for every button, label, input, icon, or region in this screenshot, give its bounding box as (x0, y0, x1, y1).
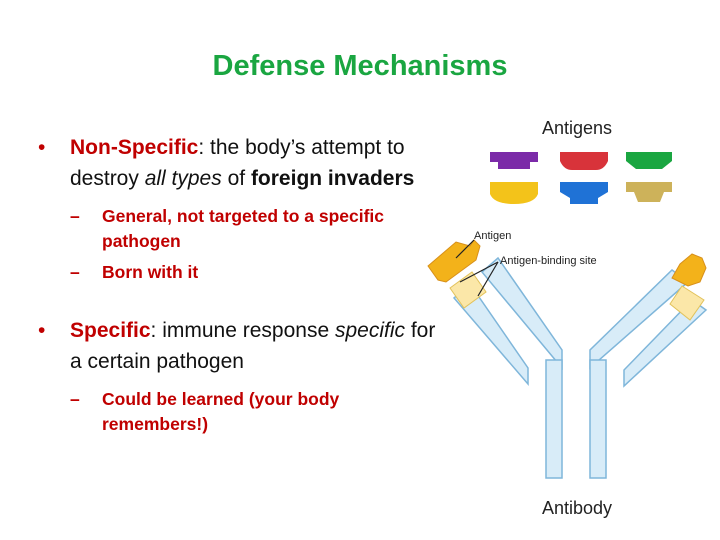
sub-bullet-text: Could be learned (your body remembers!) (102, 389, 340, 434)
colon: : (198, 136, 205, 159)
dash-marker: – (70, 262, 80, 282)
antigen-green (626, 152, 672, 169)
binding-pointer-1 (459, 261, 499, 283)
bullet-marker: • (38, 319, 46, 342)
binding-pointer-2 (477, 261, 499, 297)
bullet-non-specific: • Non-Specific: the body’s attempt to de… (38, 132, 438, 194)
bullet-text: of (221, 167, 251, 190)
bullet-list: • Non-Specific: the body’s attempt to de… (38, 132, 438, 437)
slide-title: Defense Mechanisms (212, 50, 508, 82)
sub-bullet-text: Born with it (102, 262, 199, 282)
dash-marker: – (70, 206, 80, 226)
antibody-label: Antibody (542, 498, 613, 518)
antigen-yellow (490, 182, 538, 204)
term-specific: Specific (70, 319, 151, 342)
bullet-marker: • (38, 136, 46, 159)
antigen-purple (490, 152, 538, 169)
bullet-bold: foreign invaders (250, 167, 415, 190)
binding-tips (449, 271, 705, 321)
sub-bullet: – Born with it (70, 260, 438, 285)
term-non-specific: Non-Specific (70, 136, 199, 159)
right-binding-tip (669, 285, 705, 321)
antigen-pointer (455, 239, 475, 259)
bullet-text: for a certain pathogen (70, 319, 436, 373)
colon: : (150, 319, 157, 342)
sub-bullet-text: General, not targeted to a specific path… (102, 206, 385, 251)
right-light-chain (623, 299, 708, 388)
pointer-lines (455, 239, 499, 297)
sub-bullet: – General, not targeted to a specific pa… (70, 204, 438, 254)
left-binding-tip (449, 271, 487, 309)
antibody-illustration (427, 152, 708, 479)
bound-antigens (427, 239, 707, 287)
antibody-diagram: Antigens Antigen Antigen-binding site An… (420, 110, 720, 530)
binding-site-label: Antigen-binding site (500, 255, 597, 267)
antigen-red (560, 152, 608, 170)
bullet-text: immune response (156, 319, 335, 342)
stem-left (545, 359, 563, 479)
stem-right (589, 359, 607, 479)
sub-bullet: – Could be learned (your body remembers!… (70, 387, 438, 437)
bullet-italic: all types (144, 167, 222, 190)
dash-marker: – (70, 389, 80, 409)
antigens-label: Antigens (542, 118, 613, 138)
bullet-specific: • Specific: immune response specific for… (38, 315, 438, 377)
bullet-text: the body’s attempt to destroy (70, 136, 405, 190)
left-heavy-chain (480, 256, 563, 371)
antigen-tan (626, 182, 672, 202)
right-bound-antigen (671, 253, 707, 287)
bullet-italic: specific (334, 319, 406, 342)
antigen-label: Antigen (474, 230, 512, 242)
antibody (452, 256, 708, 479)
antigen-shapes (490, 152, 672, 204)
left-bound-antigen (427, 239, 481, 283)
antigen-blue (560, 182, 608, 204)
